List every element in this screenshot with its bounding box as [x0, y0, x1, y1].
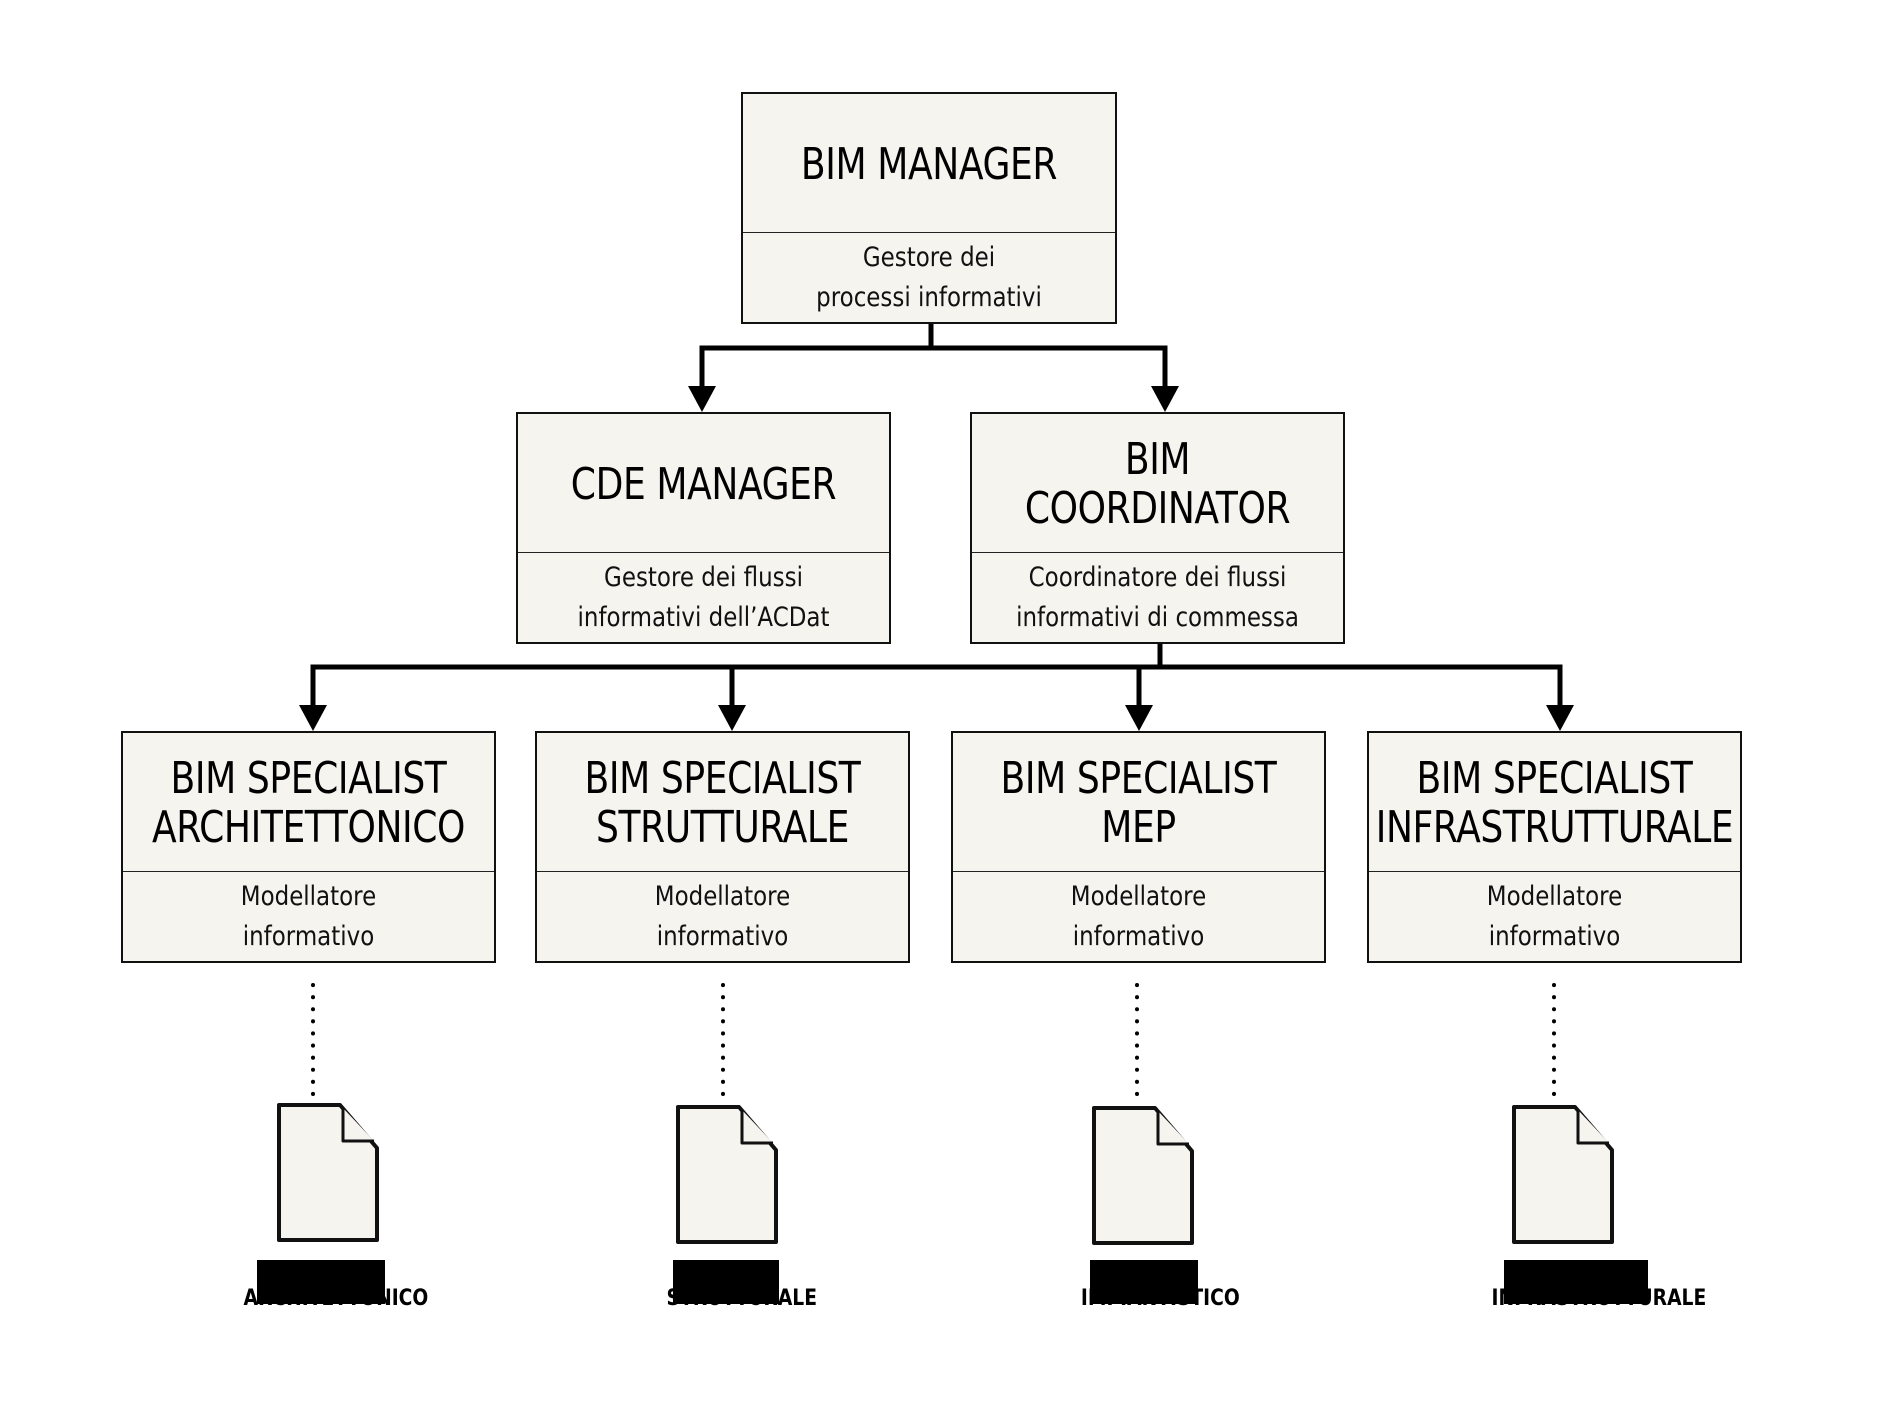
file-icon: [1092, 1106, 1194, 1245]
role-box-bim-coordinator: BIM COORDINATOR Coordinatore dei flussi …: [970, 412, 1345, 644]
arrowhead-spec-infra: [1546, 705, 1574, 731]
redaction-bar: [1090, 1260, 1198, 1304]
role-subtitle: Gestore dei flussi informativi dell’ACDa…: [546, 554, 861, 642]
role-subtitle: Modellatore informativo: [981, 873, 1296, 961]
role-subtitle: Gestore dei processi informativi: [771, 234, 1087, 322]
arrowhead-cde: [688, 386, 716, 412]
role-title: BIM MANAGER: [800, 138, 1058, 190]
subtitle-line: Modellatore: [1486, 881, 1623, 912]
role-subtitle: Coordinatore dei flussi informativi di c…: [1000, 554, 1315, 642]
role-box-bim-manager: BIM MANAGER Gestore dei processi informa…: [741, 92, 1117, 324]
title-line: BIM SPECIALIST: [584, 753, 861, 804]
title-line: STRUTTURALE: [596, 802, 849, 853]
subtitle-line: Modellatore: [1070, 881, 1207, 912]
role-subtitle: Modellatore informativo: [1397, 873, 1712, 961]
subtitle-line: informativo: [1488, 921, 1621, 952]
subtitle-line: informativi di commessa: [1016, 602, 1299, 633]
box-divider: [743, 232, 1115, 233]
role-box-bim-specialist-mep: BIM SPECIALIST MEP Modellatore informati…: [951, 731, 1326, 963]
role-title: BIM SPECIALIST MEP: [986, 733, 1290, 873]
role-box-cde-manager: CDE MANAGER Gestore dei flussi informati…: [516, 412, 891, 644]
role-title: BIM SPECIALIST INFRASTRUTTURALE: [1376, 733, 1734, 873]
role-title: BIM COORDINATOR: [1024, 434, 1291, 534]
arrowhead-spec-arch: [299, 705, 327, 731]
role-box-bim-specialist-architettonico: BIM SPECIALIST ARCHITETTONICO Modellator…: [121, 731, 496, 963]
title-line: MEP: [1101, 802, 1176, 853]
subtitle-line: informativo: [1072, 921, 1205, 952]
subtitle-line: informativi dell’ACDat: [577, 602, 830, 633]
subtitle-line: Coordinatore dei flussi: [1028, 562, 1287, 593]
box-divider: [123, 871, 494, 872]
subtitle-line: processi informativi: [816, 282, 1042, 313]
role-box-bim-specialist-strutturale: BIM SPECIALIST STRUTTURALE Modellatore i…: [535, 731, 910, 963]
subtitle-line: informativo: [242, 921, 375, 952]
subtitle-line: Gestore dei: [862, 242, 996, 273]
file-icon: [676, 1105, 778, 1244]
box-divider: [518, 552, 889, 553]
box-divider: [972, 552, 1343, 553]
box-divider: [1369, 871, 1740, 872]
box-divider: [537, 871, 908, 872]
role-title: BIM SPECIALIST STRUTTURALE: [570, 733, 874, 873]
subtitle-line: informativo: [656, 921, 789, 952]
subtitle-line: Modellatore: [240, 881, 377, 912]
arrowhead-spec-mep: [1125, 705, 1153, 731]
role-subtitle: Modellatore informativo: [565, 873, 880, 961]
file-icon: [1512, 1105, 1614, 1244]
title-line: INFRASTRUTTURALE: [1375, 802, 1734, 853]
role-box-bim-specialist-infrastrutturale: BIM SPECIALIST INFRASTRUTTURALE Modellat…: [1367, 731, 1742, 963]
box-divider: [953, 871, 1324, 872]
title-line: BIM SPECIALIST: [170, 753, 447, 804]
redaction-bar: [257, 1260, 385, 1304]
arrowhead-spec-strut: [718, 705, 746, 731]
title-line: BIM SPECIALIST: [1416, 753, 1693, 804]
redaction-bar: [1504, 1260, 1648, 1304]
title-line: BIM SPECIALIST: [1000, 753, 1277, 804]
arrowhead-coordinator: [1151, 386, 1179, 412]
role-subtitle: Modellatore informativo: [151, 873, 466, 961]
role-title: BIM SPECIALIST ARCHITETTONICO: [152, 733, 465, 873]
file-icon: [277, 1103, 379, 1242]
subtitle-line: Modellatore: [654, 881, 791, 912]
subtitle-line: Gestore dei flussi: [604, 562, 803, 593]
redaction-bar: [673, 1260, 779, 1304]
role-title: CDE MANAGER: [570, 458, 837, 510]
title-line: ARCHITETTONICO: [151, 802, 466, 853]
